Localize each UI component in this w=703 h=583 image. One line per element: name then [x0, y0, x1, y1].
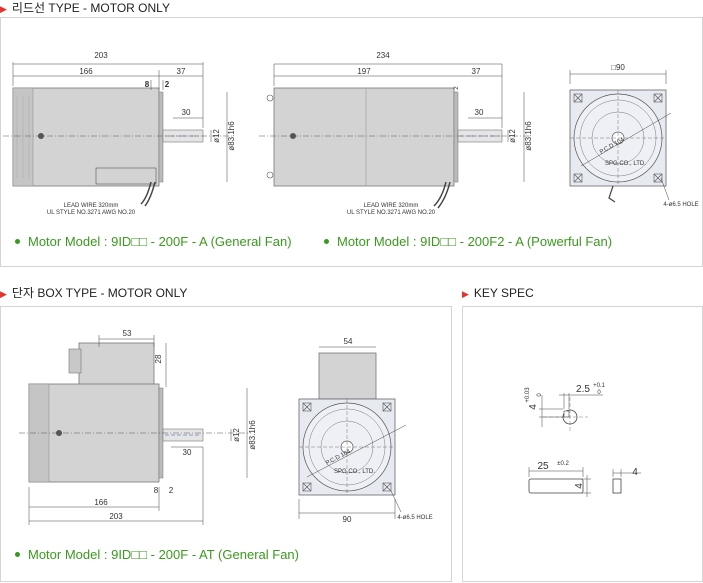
dim-dia12: ø12	[232, 428, 241, 442]
dim-dia83: ø83.1h6	[248, 420, 257, 450]
hole-note: 4-ø6.5 HOLE	[663, 202, 698, 208]
keyway-width-tol-plus: +0.1	[593, 383, 606, 389]
section-title-box-text: 단자 BOX TYPE - MOTOR ONLY	[11, 286, 188, 300]
dim-53: 53	[123, 329, 132, 338]
dim-dia12: ø12	[508, 129, 517, 143]
dim-dia83: ø83.1h6	[524, 121, 533, 151]
motor-side-view-box: 53 28 30 ø12 ø83.1h6 8 2 166 203	[19, 329, 257, 525]
dim-shaft-37: 37	[472, 67, 481, 76]
section-title-key: ▶ KEY SPEC	[462, 285, 534, 301]
dim-30: 30	[475, 108, 484, 117]
panel-lead-type: 203 166 37 8 2 30 ø12 ø83.1h6 LEAD WIRE …	[0, 17, 703, 267]
dim-54: 54	[344, 337, 353, 346]
lead-wire-note-1: LEAD WIRE 320mm	[364, 203, 419, 209]
dim-2: 2	[454, 86, 460, 90]
maker-label: SPG CO., LTD.	[605, 161, 646, 167]
dim-30: 30	[182, 108, 191, 117]
key-length-25: 25	[537, 461, 549, 472]
caption-powerful-fan-text: Motor Model : 9ID□□ - 200F2 - A (Powerfu…	[337, 234, 613, 249]
section-title-box: ▶ 단자 BOX TYPE - MOTOR ONLY	[0, 285, 187, 301]
dim-2: 2	[165, 80, 170, 89]
caption-box-general-fan-text: Motor Model : 9ID□□ - 200F - AT (General…	[28, 547, 299, 562]
key-depth-tol-plus: +0.03	[525, 387, 531, 403]
dim-body-197: 197	[357, 67, 371, 76]
dim-30: 30	[183, 448, 192, 457]
section-title-lead: ▶ 리드선 TYPE - MOTOR ONLY	[0, 0, 170, 16]
section-arrow-icon: ▶	[0, 289, 7, 299]
dim-dia83: ø83.1h6	[227, 121, 236, 151]
maker-label: SPG CO., LTD.	[334, 469, 375, 475]
key-height-4: 4	[574, 483, 585, 489]
dim-body-166: 166	[94, 498, 108, 507]
hole-note: 4-ø6.5 HOLE	[397, 515, 432, 521]
dim-2: 2	[169, 486, 174, 495]
dim-dia12: ø12	[212, 129, 221, 143]
key-depth-tol-minus: 0	[537, 393, 543, 397]
dim-8: 8	[154, 486, 159, 495]
motor-side-view-general: 203 166 37 8 2 30 ø12 ø83.1h6 LEAD WIRE …	[3, 51, 236, 216]
bullet-icon	[15, 552, 20, 558]
panel-box-type: 53 28 30 ø12 ø83.1h6 8 2 166 203 54	[0, 306, 452, 582]
section-arrow-icon: ▶	[0, 4, 7, 14]
key-length-tol: ±0.2	[557, 461, 569, 467]
caption-powerful-fan: Motor Model : 9ID□□ - 200F2 - A (Powerfu…	[324, 234, 612, 250]
lead-wire-note-1: LEAD WIRE 320mm	[64, 203, 119, 209]
lead-wire-note-2: UL STYLE NO.3271 AWG NO.20	[47, 210, 136, 216]
caption-general-fan: Motor Model : 9ID□□ - 200F - A (General …	[15, 234, 292, 250]
bullet-icon	[324, 239, 329, 245]
section-title-lead-text: 리드선 TYPE - MOTOR ONLY	[11, 1, 170, 15]
motor-front-view-lead: □90 P.C.D 104 SPG CO., LTD. 4-ø6.5 HOLE	[569, 63, 699, 208]
keyway-width-tol-minus: 0	[597, 390, 601, 396]
lead-type-drawings: 203 166 37 8 2 30 ø12 ø83.1h6 LEAD WIRE …	[3, 51, 699, 216]
keyway-width-2-5: 2.5	[576, 384, 590, 395]
motor-front-view-box: 54 P.C.D 104 SPG CO., LTD. 90 4-ø6.	[298, 337, 433, 524]
panel-key-spec: 4 +0.03 0 2.5 +0.1 0 25 ±0.2 4 4	[462, 306, 703, 582]
key-spec-drawing: 4 +0.03 0 2.5 +0.1 0 25 ±0.2 4 4	[525, 383, 641, 497]
dim-total-203: 203	[109, 512, 123, 521]
bullet-icon	[15, 239, 20, 245]
dim-square-90: □90	[611, 63, 625, 72]
lead-wire-note-2: UL STYLE NO.3271 AWG NO.20	[347, 210, 436, 216]
caption-box-general-fan: Motor Model : 9ID□□ - 200F - AT (General…	[15, 547, 299, 563]
motor-side-view-powerful: 234 197 37 2 30 ø12 ø83.1h6 LEAD WIRE 32…	[259, 51, 533, 216]
dim-28: 28	[154, 354, 163, 363]
key-shaft-section: 4 +0.03 0 2.5 +0.1 0	[525, 383, 606, 432]
caption-general-fan-text: Motor Model : 9ID□□ - 200F - A (General …	[28, 234, 292, 249]
box-type-drawings: 53 28 30 ø12 ø83.1h6 8 2 166 203 54	[19, 329, 433, 525]
section-arrow-icon: ▶	[462, 289, 469, 299]
key-side-view: 25 ±0.2 4 4	[528, 461, 641, 497]
dim-total-234: 234	[376, 51, 390, 60]
dim-90: 90	[343, 515, 352, 524]
key-width-4: 4	[632, 467, 638, 478]
dim-8: 8	[145, 80, 150, 89]
key-depth-4: 4	[528, 404, 539, 410]
section-title-key-text: KEY SPEC	[473, 286, 534, 300]
dim-shaft-37: 37	[177, 67, 186, 76]
dim-body-166: 166	[79, 67, 93, 76]
dim-total-203: 203	[94, 51, 108, 60]
